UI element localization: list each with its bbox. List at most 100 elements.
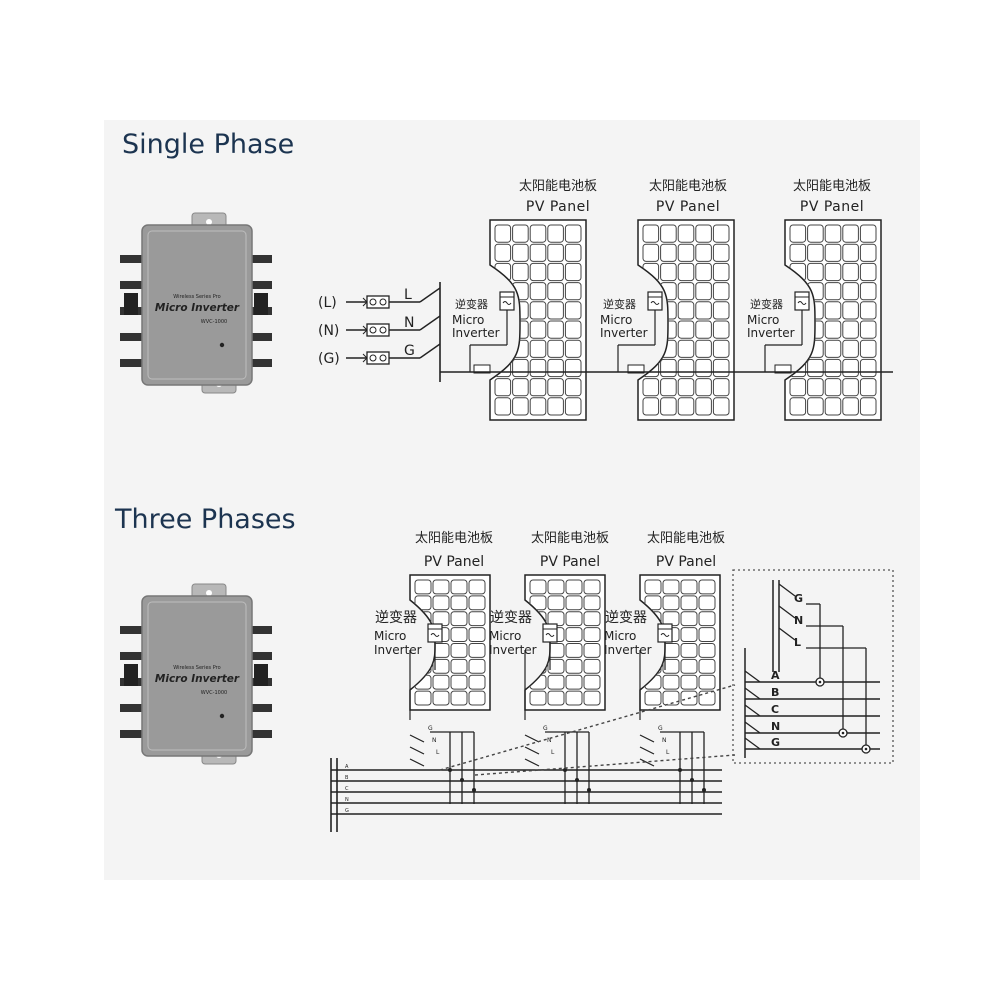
inverter-bevel (147, 601, 247, 751)
ac-symbol (797, 301, 807, 305)
solar-cell (695, 397, 712, 416)
solar-cell (842, 262, 859, 282)
detail-bus-label: B (771, 686, 779, 699)
bus-label-small: C (345, 786, 349, 792)
solar-cell (468, 595, 486, 611)
solar-cell (789, 339, 807, 358)
solar-cell (644, 595, 662, 611)
ac-symbol (430, 633, 440, 637)
detail-tap (778, 605, 796, 619)
solar-cell (695, 301, 712, 320)
solar-cell (642, 378, 660, 397)
solar-cell (662, 595, 680, 611)
pv-panel-three-3 (639, 574, 721, 711)
terminal-screw (379, 354, 387, 362)
left-connector (120, 281, 142, 289)
solar-cell (789, 224, 807, 243)
inverter-box (647, 291, 663, 311)
solar-cell (529, 579, 547, 595)
solar-cell (547, 579, 565, 595)
solar-cell (565, 674, 583, 690)
solar-cell (565, 690, 583, 706)
inverter-label-cn: 逆变器 (455, 297, 488, 311)
inverter-label-en: Inverter (489, 643, 537, 657)
solar-cell (642, 243, 660, 262)
solar-cell (824, 378, 842, 397)
solar-cell (512, 262, 529, 282)
panel-frame (637, 219, 735, 421)
solar-cell (712, 282, 730, 301)
solar-cell (842, 397, 859, 416)
solar-cell (824, 320, 842, 339)
mounting-hole (206, 590, 212, 596)
solar-cell (529, 358, 547, 378)
inverter-box-three-2 (542, 623, 558, 643)
panel-label-cn: 太阳能电池板 (415, 531, 493, 546)
tap-wire (524, 734, 540, 743)
solar-cell (547, 595, 565, 611)
mounting-hole (206, 219, 212, 225)
panel-label-en: PV Panel (526, 199, 590, 215)
solar-cell (583, 579, 601, 595)
solar-cell (547, 658, 565, 674)
bus-label-small: A (345, 764, 349, 770)
inverter-wire-label: N (662, 737, 667, 744)
solar-cell (565, 595, 583, 611)
solar-cell (662, 674, 680, 690)
inverter-wire-label: G (658, 725, 663, 732)
solar-cell (644, 690, 662, 706)
panel-label-en: PV Panel (424, 554, 484, 570)
inverter-box-three-3 (657, 623, 673, 643)
solar-cell (824, 339, 842, 358)
inverter-label-en: Micro (489, 629, 521, 643)
solar-cell (547, 378, 564, 397)
panel-label-cn: 太阳能电池板 (519, 179, 597, 194)
solar-cell (660, 243, 677, 262)
callout-line (474, 754, 736, 776)
inverter-box (657, 623, 673, 643)
solar-cell (414, 579, 432, 595)
solar-cell (494, 243, 512, 262)
junction-box (473, 364, 491, 374)
bus-label-small: B (345, 775, 349, 781)
solar-cell (807, 358, 824, 378)
tap-wire (524, 758, 540, 767)
solar-cell (564, 397, 582, 416)
inverter-wire-label: N (547, 737, 552, 744)
inverter-label-en: Inverter (604, 643, 652, 657)
solar-cell (583, 674, 601, 690)
solar-cell (450, 643, 468, 658)
right-connector (250, 255, 272, 263)
solar-cell (565, 611, 583, 627)
solar-cell (662, 658, 680, 674)
solar-cell (512, 358, 529, 378)
inverter-box-three-1 (427, 623, 443, 643)
detail-bus-label: C (771, 703, 779, 716)
solar-cell (450, 579, 468, 595)
solar-cell (695, 339, 712, 358)
solar-cell (660, 397, 677, 416)
panel-frame (489, 219, 587, 421)
solar-cell (859, 224, 877, 243)
solar-cell (450, 595, 468, 611)
solar-cell (680, 674, 698, 690)
solar-cell (712, 243, 730, 262)
solar-cell (859, 358, 877, 378)
panel-label-en: PV Panel (656, 199, 720, 215)
solar-cell (547, 282, 564, 301)
detail-top-label: N (794, 614, 803, 627)
solar-cell (512, 397, 529, 416)
solar-cell (712, 339, 730, 358)
inverter-wire-label: G (543, 725, 548, 732)
inverter-wire-label: L (666, 749, 670, 756)
solar-cell (680, 579, 698, 595)
inverter-label-cn: 逆变器 (375, 610, 417, 626)
solar-cell (677, 262, 695, 282)
junction-dot (587, 788, 591, 792)
inverter-box (427, 623, 443, 643)
solar-cell (712, 301, 730, 320)
solar-cell (642, 397, 660, 416)
solar-cell (660, 224, 677, 243)
